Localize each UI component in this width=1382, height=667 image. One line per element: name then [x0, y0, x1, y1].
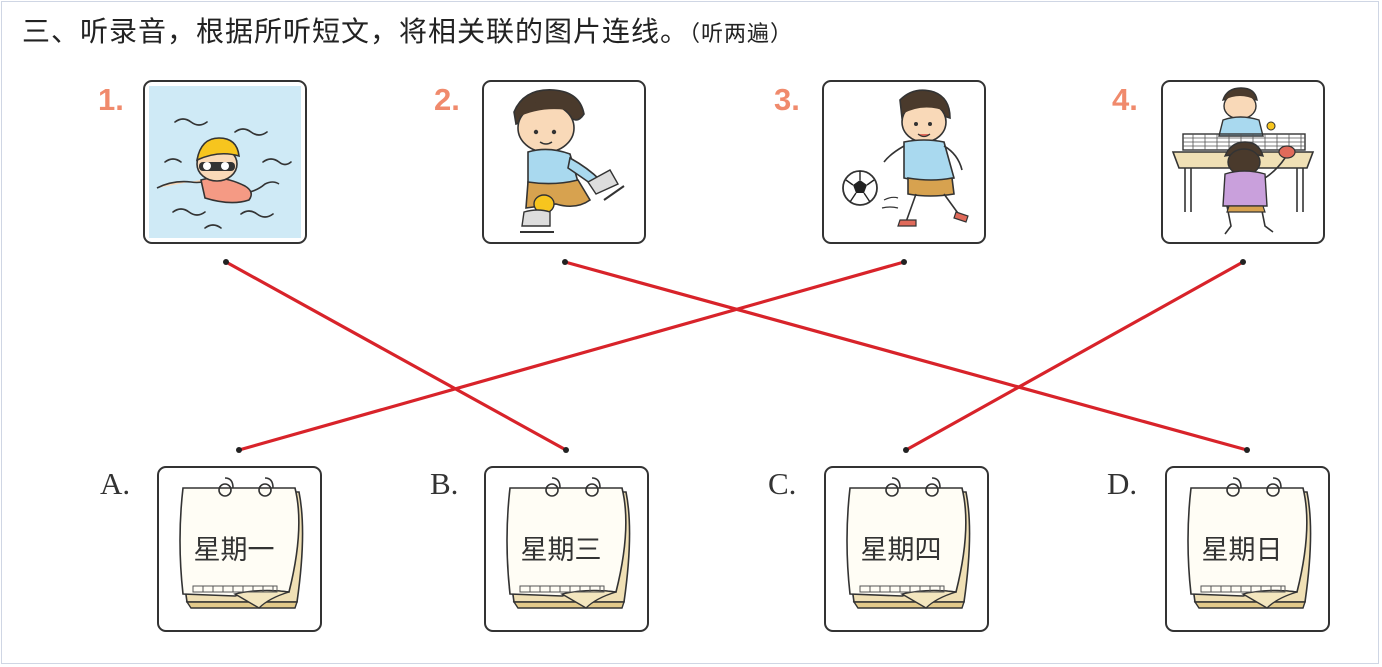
picture-number-1: 1.: [98, 82, 124, 117]
calendar-icon: [1187, 477, 1312, 609]
picture-number-4: 4.: [1112, 82, 1138, 117]
picture-card-4[interactable]: [1161, 80, 1325, 244]
calendar-icon: [506, 477, 631, 609]
calendar-card-B[interactable]: 星期三: [484, 466, 649, 632]
picture-card-1[interactable]: [143, 80, 307, 244]
football-boy-icon: [842, 89, 969, 227]
calendar-card-A[interactable]: 星期一: [157, 466, 322, 632]
picture-number-2: 2.: [434, 82, 460, 117]
calendar-day-B: 星期三: [520, 535, 602, 566]
question-text: 三、听录音，根据所听短文，将相关联的图片连线。: [22, 15, 690, 48]
calendar-card-C[interactable]: 星期四: [824, 466, 989, 632]
calendar-letter-B: B.: [430, 466, 459, 501]
calendar-icon: [846, 477, 971, 609]
picture-card-3[interactable]: [822, 80, 986, 244]
calendar-letter-A: A.: [100, 466, 131, 501]
table-tennis-boys-icon: [1171, 87, 1315, 235]
calendar-card-D[interactable]: 星期日: [1165, 466, 1330, 632]
calendar-icon: [179, 477, 304, 609]
question-note: （听两遍）: [689, 22, 794, 47]
calendar-letter-D: D.: [1107, 466, 1138, 501]
picture-card-2[interactable]: [482, 80, 646, 244]
question-title: 三、听录音，根据所听短文，将相关联的图片连线。（听两遍）: [22, 10, 793, 50]
picture-number-3: 3.: [774, 82, 800, 117]
swimming-boy-icon: [149, 86, 301, 238]
calendar-day-C: 星期四: [860, 535, 942, 566]
calendar-day-D: 星期日: [1201, 535, 1283, 566]
skating-boy-icon: [513, 89, 625, 233]
calendar-day-A: 星期一: [193, 535, 275, 566]
calendar-letter-C: C.: [768, 466, 797, 501]
